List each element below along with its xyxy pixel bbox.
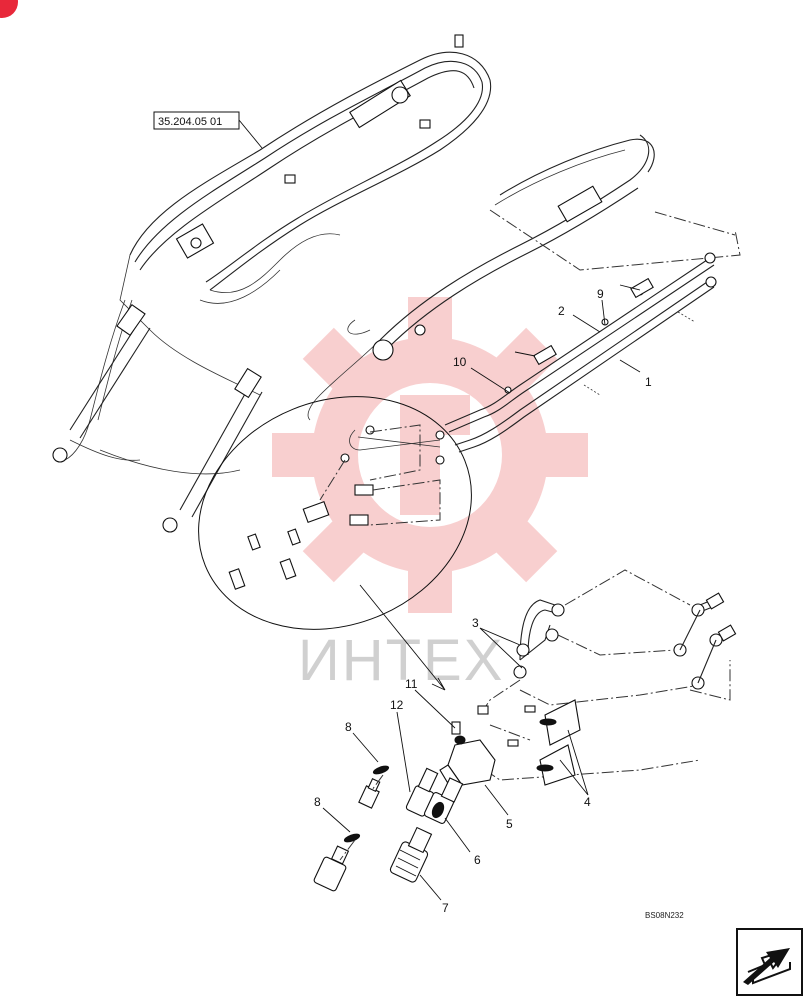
detail-leader — [359, 584, 446, 691]
watermark-text: ИНТЕХ — [298, 628, 504, 693]
detail-ellipse — [198, 396, 472, 630]
drawing-code: BS08N232 — [645, 911, 684, 920]
lower-exploded-assembly — [313, 569, 737, 892]
callout-7: 7 — [442, 901, 449, 915]
callout-leaders — [322, 299, 641, 901]
reference-box-label: 35.204.05 01 — [158, 116, 222, 128]
detail-mini-assembly — [228, 424, 445, 590]
next-page-arrow-icon[interactable] — [736, 928, 803, 996]
callout-4: 4 — [584, 795, 591, 809]
callout-9: 9 — [597, 287, 604, 301]
reference-box[interactable]: 35.204.05 01 — [153, 111, 263, 149]
corner-badge — [0, 0, 18, 18]
callout-2: 2 — [558, 304, 565, 318]
callout-8a: 8 — [345, 720, 352, 734]
callout-10: 10 — [453, 355, 467, 369]
callout-11: 11 — [405, 677, 418, 691]
hydraulic-tube-pair — [444, 252, 717, 453]
callout-3: 3 — [472, 616, 479, 630]
upper-right-hose-assembly — [307, 134, 741, 421]
callout-1: 1 — [645, 375, 652, 389]
callout-6: 6 — [474, 853, 481, 867]
watermark-gear-logo — [272, 297, 588, 613]
loader-arm-hoses — [52, 34, 492, 533]
callout-8b: 8 — [314, 795, 321, 809]
callout-12: 12 — [390, 698, 404, 712]
callout-5: 5 — [506, 817, 513, 831]
